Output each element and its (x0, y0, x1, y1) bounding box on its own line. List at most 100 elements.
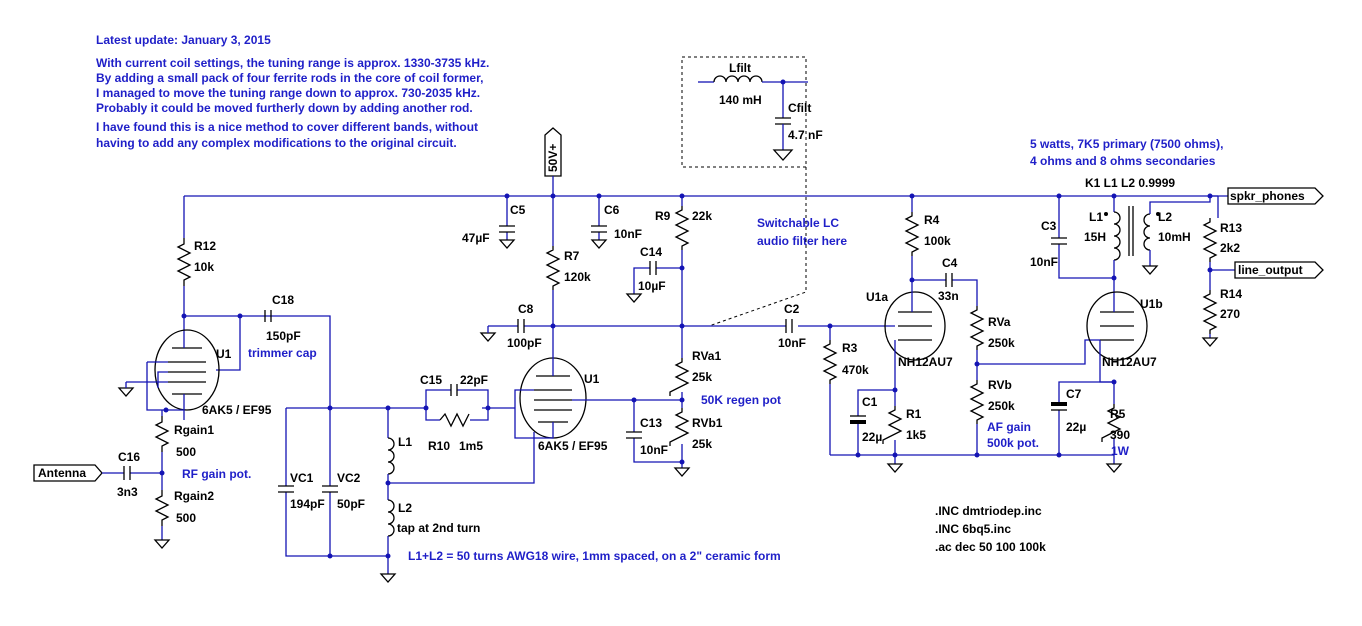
lc-filter-note: audio filter here (757, 234, 847, 248)
coil-note: L1+L2 = 50 turns AWG18 wire, 1mm spaced,… (408, 549, 781, 563)
capacitor-c1: C1 22µ (850, 389, 895, 455)
c5-value: 47µF (462, 231, 490, 245)
lc-filter-box: Lfilt 140 mH Cfilt 4.7 nF (681, 56, 823, 327)
tl2-value: 10mH (1158, 230, 1191, 244)
c3-value: 10nF (1030, 255, 1058, 269)
c4-name: C4 (942, 256, 958, 270)
cfilt-name: Cfilt (788, 101, 811, 115)
r1-name: R1 (906, 407, 922, 421)
antenna-label: Antenna (38, 466, 86, 480)
spice-directive: .ac dec 50 100 100k (935, 540, 1046, 554)
spice-directive: .INC 6bq5.inc (935, 522, 1011, 536)
lc-filter-note: Switchable LC (757, 216, 839, 230)
c8-name: C8 (518, 302, 534, 316)
capacitor-c2: C2 10nF (778, 302, 806, 350)
transformer-note: 4 ohms and 8 ohms secondaries (1030, 154, 1216, 168)
c16-name: C16 (118, 450, 140, 464)
rvb-value: 250k (988, 399, 1015, 413)
rva1-name: RVa1 (692, 349, 721, 363)
r5-name: R5 (1110, 407, 1126, 421)
lfilt-value: 140 mH (719, 93, 762, 107)
line-output-port: line_output (1210, 261, 1324, 279)
capacitor-c6: C6 10nF (590, 196, 642, 249)
c7-name: C7 (1066, 387, 1082, 401)
r13-value: 2k2 (1220, 241, 1240, 255)
note-line: I managed to move the tuning range down … (96, 86, 480, 100)
c14-value: 10µF (638, 279, 666, 293)
r3-value: 470k (842, 363, 869, 377)
c16-value: 3n3 (117, 485, 138, 499)
c14-name: C14 (640, 245, 662, 259)
l1-name: L1 (398, 435, 412, 449)
r3-name: R3 (842, 341, 858, 355)
c13-value: 10nF (640, 443, 668, 457)
note-line: having to add any complex modifications … (96, 136, 457, 150)
triode-u1a: U1a NH12AU7 (866, 280, 953, 390)
note-line: By adding a small pack of four ferrite r… (96, 71, 483, 85)
c15-name: C15 (420, 373, 442, 387)
rva1-value: 25k (692, 370, 712, 384)
r9-value: 22k (692, 209, 712, 223)
speaker-port: spkr_phones (1210, 187, 1324, 205)
vc2-value: 50pF (337, 497, 365, 511)
capacitor-c3: C3 10nF (1030, 196, 1114, 279)
cfilt-value: 4.7 nF (788, 128, 823, 142)
c7-value: 22µ (1066, 420, 1086, 434)
output-transformer: L1 15H L2 10mH (1084, 196, 1211, 300)
resistor-r9: R9 22k (655, 196, 712, 326)
rgain2-value: 500 (176, 511, 196, 525)
coil-l2: L2 (379, 499, 412, 583)
u1a-name: U1a (866, 290, 888, 304)
resistor-r14: R14 270 (1201, 287, 1242, 347)
rgain2-name: Rgain2 (174, 489, 214, 503)
resistor-rva1: RVa1 25k (669, 326, 721, 400)
resistor-rvb: RVb 250k (969, 378, 1015, 455)
c8-value: 100pF (507, 336, 542, 350)
triode-u1b: U1b NH12AU7 (1086, 291, 1163, 383)
capacitor-c18: C18 150pF (264, 293, 301, 343)
pentode-u1-detector: U1 6AK5 / EF95 (514, 326, 634, 453)
resistor-r5: R5 390 (1101, 382, 1130, 455)
rgain1-value: 500 (176, 445, 196, 459)
capacitor-vc2: VC2 50pF (322, 471, 365, 511)
update-note: Latest update: January 3, 2015 (96, 33, 271, 47)
r10-value: 1m5 (459, 439, 483, 453)
rvb1-name: RVb1 (692, 416, 723, 430)
capacitor-vc1: VC1 194pF (278, 471, 325, 511)
u1a-value: NH12AU7 (898, 355, 953, 369)
c6-name: C6 (604, 203, 620, 217)
tl1-name: L1 (1089, 210, 1103, 224)
tl2-name: L2 (1158, 210, 1172, 224)
spice-directive: .INC dmtriodep.inc (935, 504, 1042, 518)
u1-rf-value: 6AK5 / EF95 (202, 403, 272, 417)
resistor-rgain2: Rgain2 500 (153, 489, 214, 549)
capacitor-c14: C14 10µF (625, 245, 682, 303)
resistor-r13: R13 2k2 (1202, 218, 1242, 290)
r7-name: R7 (564, 249, 580, 263)
r12-value: 10k (194, 260, 214, 274)
resistor-r10: R10 1m5 (425, 408, 489, 453)
r9-name: R9 (655, 209, 671, 223)
rva-name: RVa (988, 315, 1011, 329)
capacitor-c7: C7 22µ (1051, 381, 1114, 455)
c5-name: C5 (510, 203, 526, 217)
tl1-value: 15H (1084, 230, 1106, 244)
tap-note: tap at 2nd turn (397, 521, 480, 535)
c2-name: C2 (784, 302, 800, 316)
watt-note: 1W (1111, 444, 1130, 458)
capacitor-c15: C15 22pF (420, 373, 489, 408)
rva-value: 250k (988, 336, 1015, 350)
u1b-name: U1b (1140, 297, 1163, 311)
rgain1-name: Rgain1 (174, 423, 214, 437)
coil-l1: L1 (387, 408, 412, 500)
r12-name: R12 (194, 239, 216, 253)
c1-name: C1 (862, 395, 878, 409)
supply-port: 50V+ (544, 127, 562, 196)
capacitor-c8: C8 100pF (479, 302, 553, 350)
rvb-name: RVb (988, 378, 1012, 392)
lfilt-name: Lfilt (729, 61, 751, 75)
capacitor-c16: C16 3n3 (117, 450, 140, 499)
vc1-name: VC1 (290, 471, 314, 485)
r4-value: 100k (924, 234, 951, 248)
